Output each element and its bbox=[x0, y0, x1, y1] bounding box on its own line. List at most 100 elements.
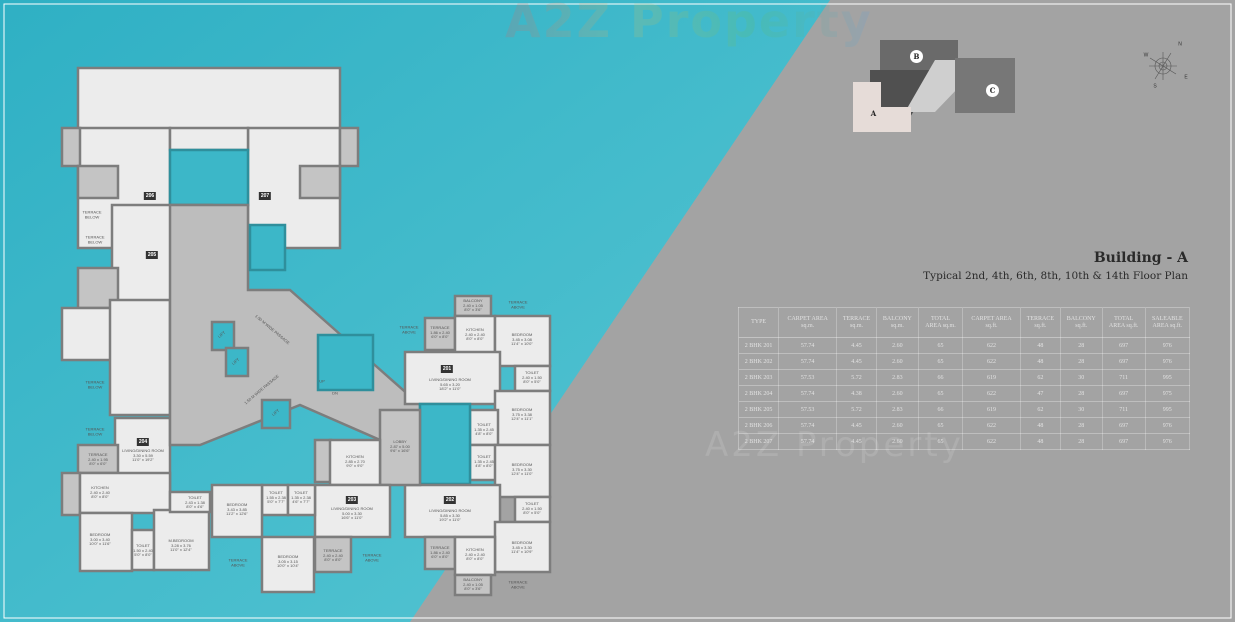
unit-number-badge: 206 bbox=[143, 192, 157, 200]
compass-e: E bbox=[1184, 74, 1188, 81]
room-label: TOILET 2.40 x 1.50 8'0" x 5'0" bbox=[522, 370, 542, 385]
table-cell: 622 bbox=[962, 433, 1022, 450]
table-cell: 2 BHK 207 bbox=[738, 433, 780, 450]
table-cell: 62 bbox=[1020, 401, 1061, 418]
table-cell: 57.74 bbox=[778, 353, 838, 370]
table-cell: 622 bbox=[962, 385, 1022, 402]
room-label: LOBBY 2.87 x 5.00 9'6" x 16'6" bbox=[390, 439, 410, 454]
floor-plan bbox=[60, 66, 552, 597]
table-cell: 995 bbox=[1145, 369, 1191, 386]
table-cell: 697 bbox=[1102, 353, 1146, 370]
table-cell: 4.45 bbox=[836, 433, 877, 450]
table-cell: 48 bbox=[1020, 417, 1061, 434]
room-label: TERRACE BELOW bbox=[85, 234, 105, 244]
room-label: BEDROOM 3.05 x 3.15 10'0" x 10'4" bbox=[277, 554, 299, 569]
room-label: TERRACE ABOVE bbox=[508, 579, 528, 589]
page-border bbox=[3, 3, 1232, 619]
table-cell: 28 bbox=[1060, 385, 1103, 402]
column-header-unit: AREA sq.ft. bbox=[1108, 322, 1139, 329]
table-cell: 57.53 bbox=[778, 369, 838, 386]
page-title: Building - A bbox=[1093, 250, 1188, 266]
room-label: TOILET 2.40 x 1.50 8'0" x 5'0" bbox=[522, 501, 542, 516]
room-label: KITCHEN 2.40 x 2.40 8'0" x 8'0" bbox=[465, 327, 485, 342]
column-header-unit: AREA sq.ft. bbox=[1152, 322, 1183, 329]
unit-number-badge: 201 bbox=[440, 365, 454, 373]
key-building-c: C bbox=[986, 84, 999, 97]
room-label: KITCHEN 2.40 x 2.40 8'0" x 8'0" bbox=[465, 547, 485, 562]
room-label: TOILET 1.35 x 2.45 4'8" x 8'0" bbox=[474, 454, 494, 469]
room-label: TERRACE 1.86 x 2.40 6'0" x 8'0" bbox=[430, 325, 450, 340]
table-cell: 2.60 bbox=[876, 433, 919, 450]
table-cell: 30 bbox=[1060, 401, 1103, 418]
room-label: TOILET 1.55 x 2.38 5'0" x 7'7" bbox=[266, 490, 286, 505]
room-label: BEDROOM 3.00 x 3.40 10'0" x 11'6" bbox=[89, 532, 111, 547]
table-cell: 62 bbox=[1020, 369, 1061, 386]
room-label: LIVING/DINING ROOM 3.30 x 5.59 11'0" x 1… bbox=[122, 448, 164, 463]
table-cell: 65 bbox=[918, 417, 964, 434]
room-label: KITCHEN 2.40 x 2.40 8'0" x 8'0" bbox=[90, 485, 110, 500]
table-cell: 697 bbox=[1102, 433, 1146, 450]
unit-number-badge: 207 bbox=[258, 192, 272, 200]
room-label: TERRACE ABOVE bbox=[508, 299, 528, 309]
table-cell: 995 bbox=[1145, 401, 1191, 418]
table-cell: 2 BHK 206 bbox=[738, 417, 780, 434]
table-cell: 2.60 bbox=[876, 337, 919, 354]
table-cell: 65 bbox=[918, 337, 964, 354]
table-cell: 622 bbox=[962, 337, 1022, 354]
table-cell: 57.74 bbox=[778, 433, 838, 450]
column-header-line: TOTAL bbox=[1114, 315, 1134, 322]
table-cell: 66 bbox=[918, 369, 964, 386]
table-cell: 619 bbox=[962, 369, 1022, 386]
room-label: TERRACE ABOVE bbox=[362, 552, 382, 562]
table-cell: 47 bbox=[1020, 385, 1061, 402]
unit-number-badge: 205 bbox=[145, 251, 159, 259]
watermark: A2Z Property bbox=[505, 0, 873, 48]
table-cell: 2.60 bbox=[876, 353, 919, 370]
compass-n: N bbox=[1178, 41, 1182, 48]
table-cell: 976 bbox=[1145, 433, 1191, 450]
key-building-a: A bbox=[870, 109, 877, 118]
table-cell: 65 bbox=[918, 433, 964, 450]
room-label: BEDROOM 3.75 x 3.38 12'4" x 11'1" bbox=[511, 407, 533, 422]
table-cell: 5.72 bbox=[836, 369, 877, 386]
table-cell: 66 bbox=[918, 401, 964, 418]
table-cell: 28 bbox=[1060, 353, 1103, 370]
table-cell: 65 bbox=[918, 353, 964, 370]
table-cell: 57.74 bbox=[778, 337, 838, 354]
room-label: TERRACE BELOW bbox=[85, 379, 105, 389]
table-cell: 2.60 bbox=[876, 385, 919, 402]
table-cell: 28 bbox=[1060, 417, 1103, 434]
room-label: UP bbox=[319, 378, 325, 384]
table-cell: 5.72 bbox=[836, 401, 877, 418]
table-cell: 619 bbox=[962, 401, 1022, 418]
table-cell: 622 bbox=[962, 353, 1022, 370]
room-label: TOILET 1.35 x 2.38 4'6" x 7'7" bbox=[291, 490, 311, 505]
room-label: BALCONY 2.40 x 1.05 8'0" x 3'6" bbox=[463, 577, 483, 592]
table-cell: 697 bbox=[1102, 385, 1146, 402]
table-cell: 2.83 bbox=[876, 369, 919, 386]
room-label: TERRACE BELOW bbox=[82, 209, 102, 219]
column-header-line: CARPET AREA bbox=[787, 315, 828, 322]
table-cell: 976 bbox=[1145, 337, 1191, 354]
table-cell: 4.45 bbox=[836, 353, 877, 370]
column-header-unit: sq.ft. bbox=[985, 322, 998, 329]
key-plan bbox=[853, 40, 1015, 132]
compass-s: S bbox=[1153, 83, 1157, 90]
table-cell: 2.60 bbox=[876, 417, 919, 434]
column-header-line: BALCONY bbox=[1066, 315, 1096, 322]
table-cell: 57.53 bbox=[778, 401, 838, 418]
room-label: TERRACE 2.40 x 1.95 8'0" x 6'0" bbox=[88, 452, 108, 467]
column-header-line: TERRACE bbox=[1026, 315, 1055, 322]
column-header-line: BALCONY bbox=[882, 315, 912, 322]
table-cell: 697 bbox=[1102, 417, 1146, 434]
